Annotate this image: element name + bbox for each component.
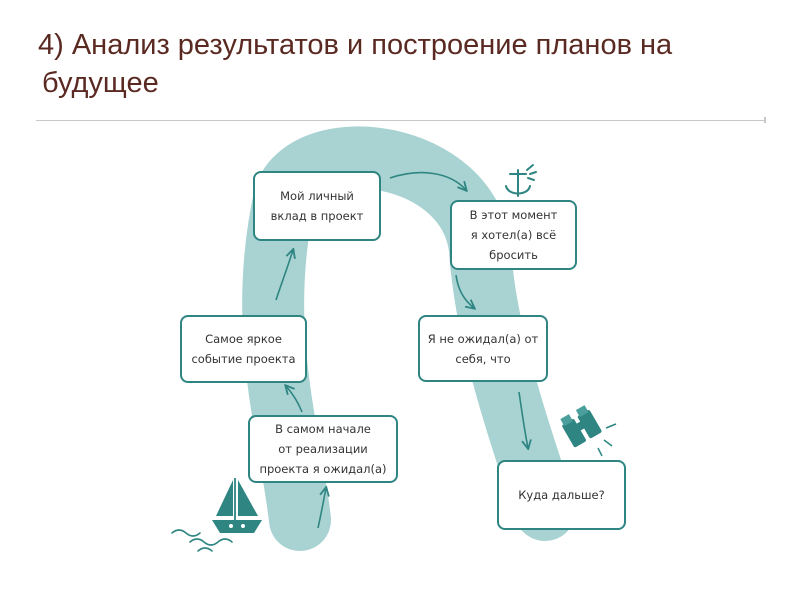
flow-arrow-1 — [317, 488, 326, 529]
flow-arrow-2 — [286, 386, 303, 413]
step-box-next-text: Куда дальше? — [518, 488, 605, 502]
slide-title-line2: будущее — [42, 67, 159, 99]
step-box-give-up-text: В этот момент я хотел(а) всё бросить — [469, 208, 558, 262]
slide-title: 4) Анализ результатов и построение плано… — [38, 26, 778, 102]
step-box-contribution: Мой личный вклад в проект — [253, 171, 381, 241]
step-box-highlight: Самое яркое событие проекта — [180, 315, 307, 383]
flow-arrow-5 — [455, 274, 474, 308]
flow-arrow-6 — [518, 391, 528, 448]
anchor-icon — [505, 164, 537, 197]
step-box-give-up: В этот момент я хотел(а) всё бросить — [450, 200, 577, 270]
title-divider-end — [764, 117, 766, 123]
slide-title-line1: 4) Анализ результатов и построение плано… — [38, 29, 673, 61]
step-box-surprise: Я не ожидал(а) от себя, что — [418, 315, 548, 382]
binoculars-icon — [560, 405, 617, 457]
step-box-contribution-text: Мой личный вклад в проект — [270, 189, 364, 223]
step-box-start-text: В самом начале от реализации проекта я о… — [259, 422, 387, 476]
step-box-highlight-text: Самое яркое событие проекта — [191, 332, 296, 366]
waves-icon — [171, 529, 233, 552]
step-box-next: Куда дальше? — [497, 460, 626, 530]
step-box-start: В самом начале от реализации проекта я о… — [248, 415, 398, 483]
flow-arrow-4 — [389, 171, 466, 190]
step-box-surprise-text: Я не ожидал(а) от себя, что — [427, 331, 539, 366]
title-divider — [36, 120, 766, 121]
flow-arrow-3 — [275, 250, 293, 301]
sailboat-icon — [212, 478, 262, 533]
